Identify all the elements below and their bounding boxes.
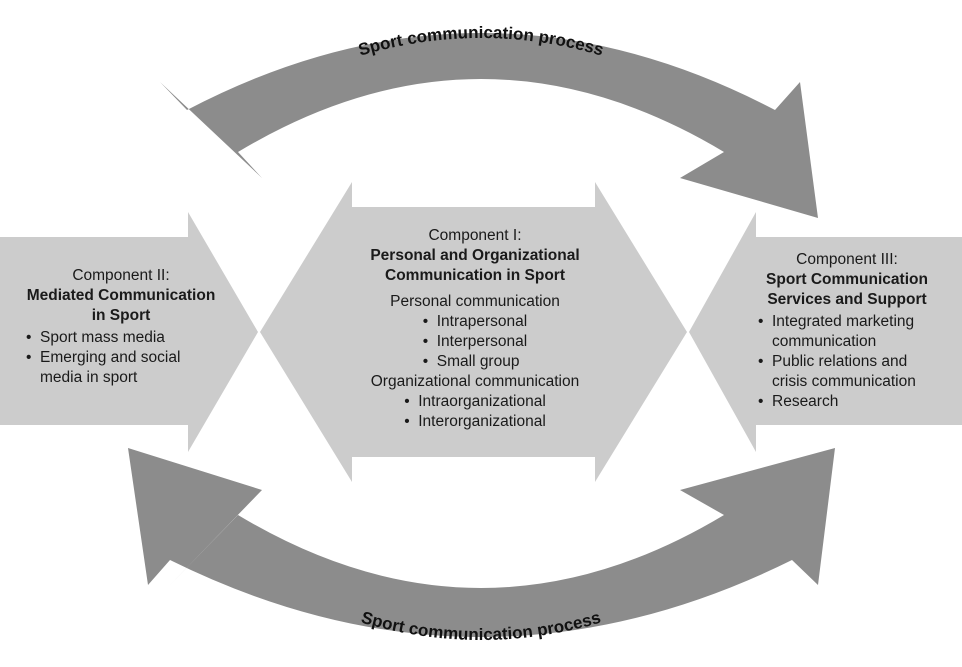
list-item: Research — [758, 392, 950, 412]
list-item: Intrapersonal — [423, 312, 527, 332]
list-item: Intraorganizational — [404, 392, 546, 412]
component-1-title-line2: Communication in Sport — [385, 267, 565, 284]
list-item: Emerging and social media in sport — [26, 348, 200, 388]
component-2-list: Sport mass media Emerging and social med… — [26, 328, 230, 388]
list-item: Interpersonal — [423, 332, 527, 352]
organizational-communication-list: Intraorganizational Interorganizational — [404, 392, 546, 432]
personal-communication-label: Personal communication — [390, 293, 560, 310]
component-3-heading: Component III: — [796, 251, 898, 268]
component-3-title-line1: Sport Communication — [766, 271, 928, 288]
list-item: Public relations and crisis communicatio… — [758, 352, 942, 392]
component-3-title-line2: Services and Support — [767, 291, 927, 308]
component-2-heading: Component II: — [72, 267, 170, 284]
component-3-list: Integrated marketing communication Publi… — [758, 312, 950, 412]
component-2-text: Component II: Mediated Communication in … — [12, 266, 230, 388]
component-2-title-line2: in Sport — [91, 307, 151, 324]
component-1-heading: Component I: — [428, 227, 522, 244]
component-1-title-line1: Personal and Organizational — [370, 247, 580, 264]
personal-communication-list: Intrapersonal Interpersonal Small group — [423, 312, 527, 372]
bottom-process-arrow — [128, 448, 835, 637]
list-item: Sport mass media — [26, 328, 230, 348]
component-3-text: Component III: Sport Communication Servi… — [744, 250, 950, 412]
component-1-text: Component I: Personal and Organizational… — [350, 226, 600, 432]
organizational-communication-label: Organizational communication — [370, 373, 580, 390]
list-item: Integrated marketing communication — [758, 312, 942, 352]
component-2-title-line1: Mediated Communication — [26, 287, 216, 304]
list-item: Small group — [423, 352, 527, 372]
top-process-arrow — [160, 33, 818, 218]
list-item: Interorganizational — [404, 412, 546, 432]
